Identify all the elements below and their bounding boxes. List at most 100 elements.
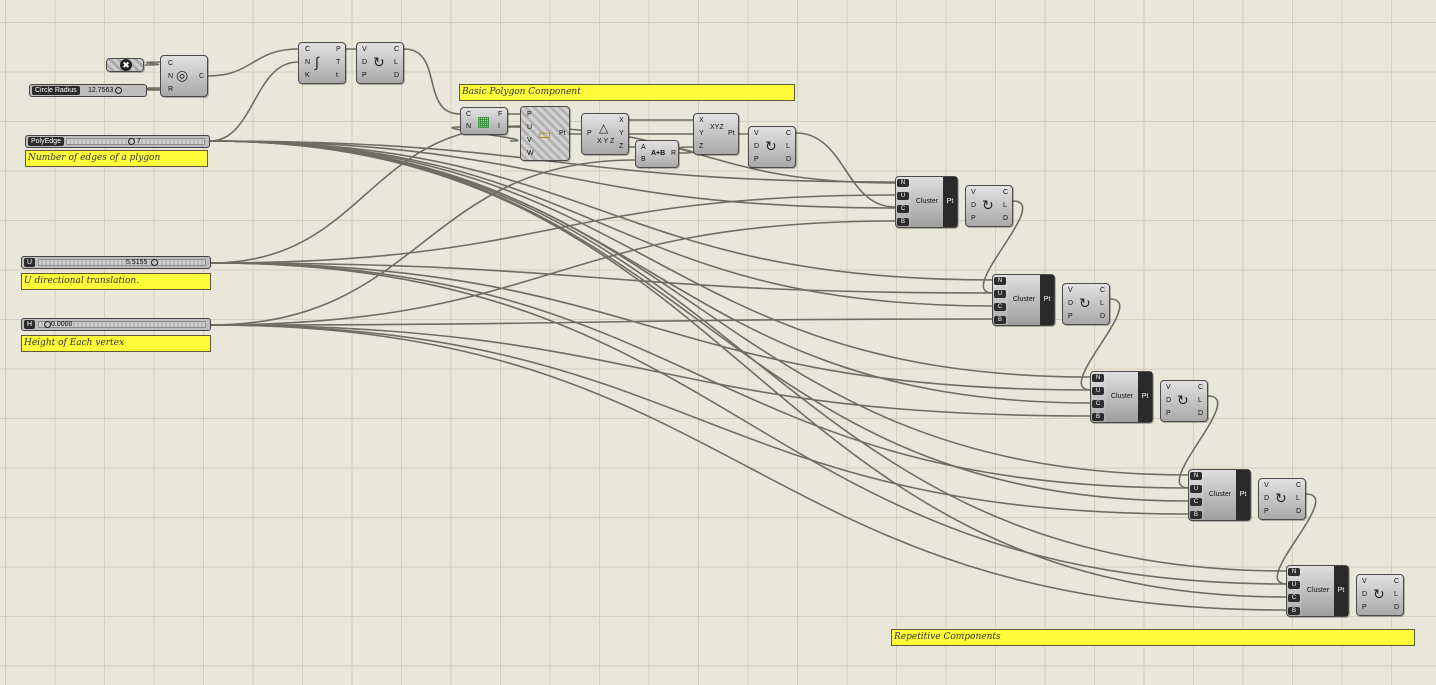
port-label: C [1394, 578, 1400, 585]
port-label: P [1166, 410, 1171, 417]
port-label: V [1068, 287, 1073, 294]
circle-icon: ◎ [176, 67, 189, 83]
height-panel[interactable]: Height of Each vertex [21, 335, 211, 352]
plane-icon: ▦ [477, 113, 491, 129]
cluster-input-port[interactable]: U [1190, 485, 1202, 493]
cluster-input-port[interactable]: N [994, 277, 1006, 285]
deconstruct-component[interactable]: P △ X Y Z X Y Z [581, 113, 629, 155]
cluster-input-port[interactable]: C [897, 205, 909, 213]
port-label: L [394, 59, 398, 66]
cluster-output-port[interactable]: Pt [1040, 275, 1054, 325]
slider-rail [38, 259, 206, 266]
port-label: P [754, 156, 759, 163]
cluster-input-port[interactable]: U [1092, 387, 1104, 395]
circle-component[interactable]: C N R ◎ C [160, 55, 208, 97]
slider-value: 5.5155 [126, 258, 159, 267]
port-label: T [336, 59, 341, 66]
slider-knob[interactable] [151, 258, 159, 266]
port-label: C [1003, 189, 1009, 196]
slider-knob[interactable] [44, 320, 51, 328]
u-slider[interactable]: U 5.5155 [21, 256, 211, 269]
polyline-icon: ↻ [982, 197, 994, 213]
u-panel[interactable]: U directional translation. [21, 273, 211, 290]
edges-panel[interactable]: Number of edges of a plygon [25, 150, 208, 167]
repetitive-panel[interactable]: Repetitive Components [891, 629, 1415, 646]
port-label: D [1296, 508, 1302, 515]
cluster-input-port[interactable]: N [1092, 374, 1104, 382]
port-label: V [1166, 384, 1171, 391]
port-label: D [1394, 604, 1400, 611]
cluster-output-port[interactable]: Pt [1334, 566, 1348, 616]
port-label: D [786, 156, 792, 163]
cluster-input-port[interactable]: U [1288, 581, 1300, 589]
cluster-label: Cluster [1106, 372, 1138, 422]
wire [210, 324, 1190, 515]
port-label: Z [619, 143, 624, 150]
port-label: X [619, 117, 624, 124]
cluster-input-port[interactable]: B [994, 316, 1006, 324]
polyedge-slider[interactable]: PolyEdge 7 [25, 135, 210, 148]
circle-radius-slider[interactable]: Circle Radius 12.7563 [29, 84, 147, 97]
evaluate-component[interactable]: P U V W ▭ Pt [520, 106, 570, 161]
cluster-input-port[interactable]: B [897, 218, 909, 226]
port-label: L [786, 143, 790, 150]
addition-component[interactable]: A B A+B R [635, 140, 679, 168]
boolean-toggle[interactable]: ✖ [106, 58, 144, 72]
slider-knob[interactable] [115, 86, 123, 94]
port-label: V [1264, 482, 1269, 489]
cluster-input-port[interactable]: B [1190, 511, 1202, 519]
cluster-output-port[interactable]: Pt [1236, 470, 1250, 520]
cluster-input-port[interactable]: C [1092, 400, 1104, 408]
construct-point-label: XYZ [710, 124, 724, 131]
slider-rail [38, 321, 206, 328]
cluster-input-port[interactable]: N [1190, 472, 1202, 480]
plane-component[interactable]: C N ▦ F I [460, 107, 508, 135]
wire [209, 140, 994, 281]
wire [144, 61, 161, 66]
port-label: P [587, 130, 592, 137]
cluster-output-port[interactable]: Pt [943, 177, 957, 227]
slider-knob[interactable] [128, 137, 135, 145]
cluster-input-port[interactable]: U [994, 290, 1006, 298]
deconstruct-label: X Y Z [597, 138, 615, 145]
port-label: V [971, 189, 976, 196]
height-slider[interactable]: H 0.0000 [21, 318, 211, 331]
cluster-input-port[interactable]: C [1288, 594, 1300, 602]
divide-curve-component[interactable]: C N K ∫ P T t [298, 42, 346, 84]
cluster-input-port[interactable]: C [1190, 498, 1202, 506]
cluster-input-port[interactable]: B [1288, 607, 1300, 615]
port-label: D [1068, 300, 1074, 307]
port-label: V [362, 46, 367, 53]
port-label: V [527, 137, 532, 144]
port-label: P [336, 46, 341, 53]
port-label: C [168, 60, 174, 67]
cluster-input-port[interactable]: N [897, 179, 909, 187]
wire [210, 324, 1092, 417]
port-label: D [1362, 591, 1368, 598]
polyline-component-basic[interactable]: V D P ↻ C L D [748, 126, 796, 168]
cluster-output-port[interactable]: Pt [1138, 372, 1152, 422]
cluster-input-port[interactable]: C [994, 303, 1006, 311]
cluster-input-port[interactable]: B [1092, 413, 1104, 421]
port-label: P [1068, 313, 1073, 320]
wire [210, 262, 1288, 585]
port-label: Y [619, 130, 624, 137]
wire [209, 140, 1092, 378]
polyline-component-top[interactable]: V D P ↻ C L D [356, 42, 404, 84]
port-label: L [1394, 591, 1398, 598]
construct-point-component[interactable]: X Y Z XYZ Pt [693, 113, 739, 155]
cluster-input-port[interactable]: N [1288, 568, 1300, 576]
basic-polygon-panel[interactable]: Basic Polygon Component [459, 84, 795, 101]
cluster-input-port[interactable]: U [897, 192, 909, 200]
port-label: D [1166, 397, 1172, 404]
